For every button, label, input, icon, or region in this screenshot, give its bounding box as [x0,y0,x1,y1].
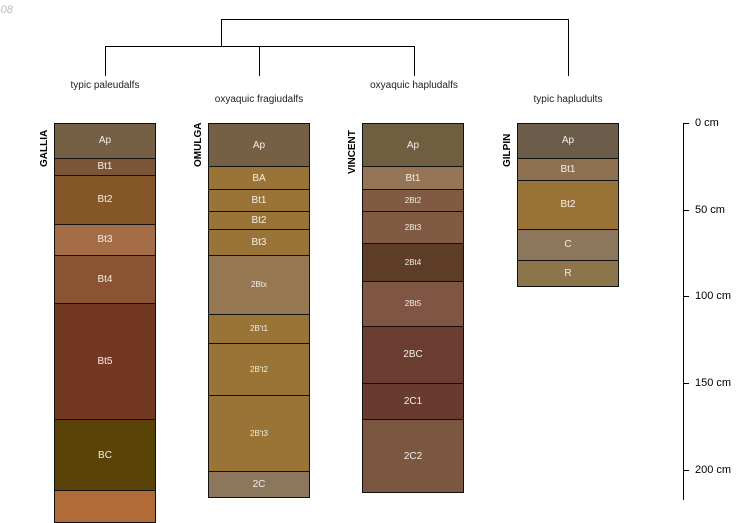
depth-tick [683,469,689,471]
profile-name: GALLIA [39,129,50,167]
horizon: 2B't2 [208,343,310,397]
horizon: 2Bt3 [362,211,464,244]
horizon: Ap [54,123,156,159]
taxon-label: typic paleudalfs [70,80,140,91]
horizon: BC [54,419,156,492]
depth-tick-label: 50 cm [695,203,725,216]
horizon: 2BC [362,325,464,384]
horizon: Bt5 [54,303,156,421]
horizon: 2Btx [208,254,310,315]
horizon: Ap [362,123,464,168]
profile-name: OMULGA [193,122,204,167]
horizon: BA [208,166,310,190]
depth-tick-label: 200 cm [695,463,732,476]
taxon-label: oxyaquic hapludalfs [370,80,458,91]
profile-name: GILPIN [502,133,513,167]
horizon: 2Bt4 [362,242,464,282]
horizon: 2C [208,471,310,499]
dendrogram-branch [105,46,106,76]
dendrogram-branch [221,19,569,20]
horizon: 2Bt2 [362,188,464,213]
depth-tick [683,123,689,124]
horizon: Bt3 [54,223,156,256]
depth-tick [683,382,689,384]
depth-tick [683,209,689,211]
dendrogram-branch [568,19,569,76]
depth-tick [683,296,689,298]
horizon: Bt1 [362,166,464,190]
dendrogram-branch [414,46,415,76]
depth-tick-label: 150 cm [695,376,732,389]
depth-tick-label: 100 cm [695,290,732,303]
dendrogram-branch [259,46,260,76]
horizon: Bt2 [208,211,310,230]
horizon: 2Bt5 [362,280,464,327]
horizon: 2B't3 [208,395,310,473]
horizon: Ap [517,123,619,159]
dendrogram-branch [221,19,222,46]
corner-label: -08 [0,4,13,16]
horizon: Bt1 [208,188,310,213]
profile-name: VINCENT [347,130,358,174]
horizon: C [517,228,619,261]
horizon: 2B't1 [208,313,310,345]
horizon: Bt2 [54,174,156,225]
taxon-label: oxyaquic fragiudalfs [214,94,304,105]
depth-axis-line [683,123,684,500]
horizon [54,490,156,523]
dendrogram-branch [105,46,415,47]
horizon: Bt1 [54,157,156,176]
taxon-label: typic hapludults [533,94,603,105]
depth-tick-label: 0 cm [695,117,719,129]
horizon: Bt2 [517,180,619,230]
horizon: Bt1 [517,157,619,182]
horizon: 2C2 [362,419,464,494]
horizon: Ap [208,123,310,168]
horizon: 2C1 [362,382,464,421]
horizon: Bt4 [54,254,156,305]
horizon: R [517,259,619,287]
horizon: Bt3 [208,228,310,256]
